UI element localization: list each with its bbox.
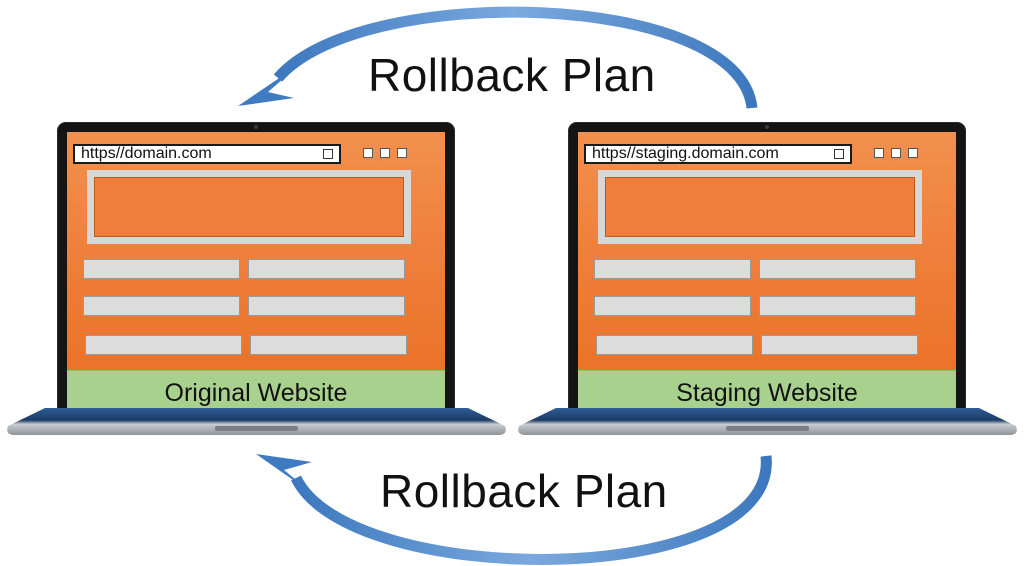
- window-button-icon[interactable]: [397, 148, 407, 158]
- window-button-icon[interactable]: [891, 148, 901, 158]
- top-arrow-head: [238, 64, 300, 106]
- content-block: [85, 335, 242, 355]
- hero-placeholder: [598, 170, 922, 244]
- top-rollback-label: Rollback Plan: [368, 49, 656, 101]
- site-label: Original Website: [67, 370, 445, 415]
- content-block: [594, 296, 751, 316]
- camera-icon: [765, 125, 769, 129]
- content-block: [83, 296, 240, 316]
- url-bar[interactable]: https//domain.com: [73, 144, 341, 164]
- content-block: [596, 335, 753, 355]
- hero-placeholder-inner: [605, 177, 915, 237]
- content-block: [761, 335, 918, 355]
- laptop-base: [516, 408, 1019, 438]
- bottom-arrow-head: [256, 454, 316, 496]
- laptop-screen: https//staging.domain.com Staging Websit…: [578, 132, 956, 415]
- bottom-arrow-arc: [291, 455, 772, 565]
- bottom-rollback-label: Rollback Plan: [380, 465, 668, 517]
- window-button-icon[interactable]: [380, 148, 390, 158]
- window-button-icon[interactable]: [908, 148, 918, 158]
- content-block: [759, 259, 916, 279]
- top-arrow-arc: [273, 6, 758, 109]
- url-text: https//staging.domain.com: [592, 145, 779, 162]
- content-block: [248, 259, 405, 279]
- url-text: https//domain.com: [81, 145, 212, 162]
- hero-placeholder-inner: [94, 177, 404, 237]
- window-button-icon[interactable]: [874, 148, 884, 158]
- laptop-base: [5, 408, 508, 438]
- url-button-icon: [834, 149, 844, 159]
- content-block: [759, 296, 916, 316]
- url-bar[interactable]: https//staging.domain.com: [584, 144, 852, 164]
- url-button-icon: [323, 149, 333, 159]
- camera-icon: [254, 125, 258, 129]
- site-label: Staging Website: [578, 370, 956, 415]
- staging-laptop: https//staging.domain.com Staging Websit…: [516, 118, 1019, 448]
- window-button-icon[interactable]: [363, 148, 373, 158]
- hero-placeholder: [87, 170, 411, 244]
- original-laptop: https//domain.com Original Website: [5, 118, 508, 448]
- laptop-bezel: https//domain.com Original Website: [57, 122, 455, 427]
- content-block: [250, 335, 407, 355]
- content-block: [248, 296, 405, 316]
- content-block: [594, 259, 751, 279]
- content-block: [83, 259, 240, 279]
- laptop-screen: https//domain.com Original Website: [67, 132, 445, 415]
- laptop-bezel: https//staging.domain.com Staging Websit…: [568, 122, 966, 427]
